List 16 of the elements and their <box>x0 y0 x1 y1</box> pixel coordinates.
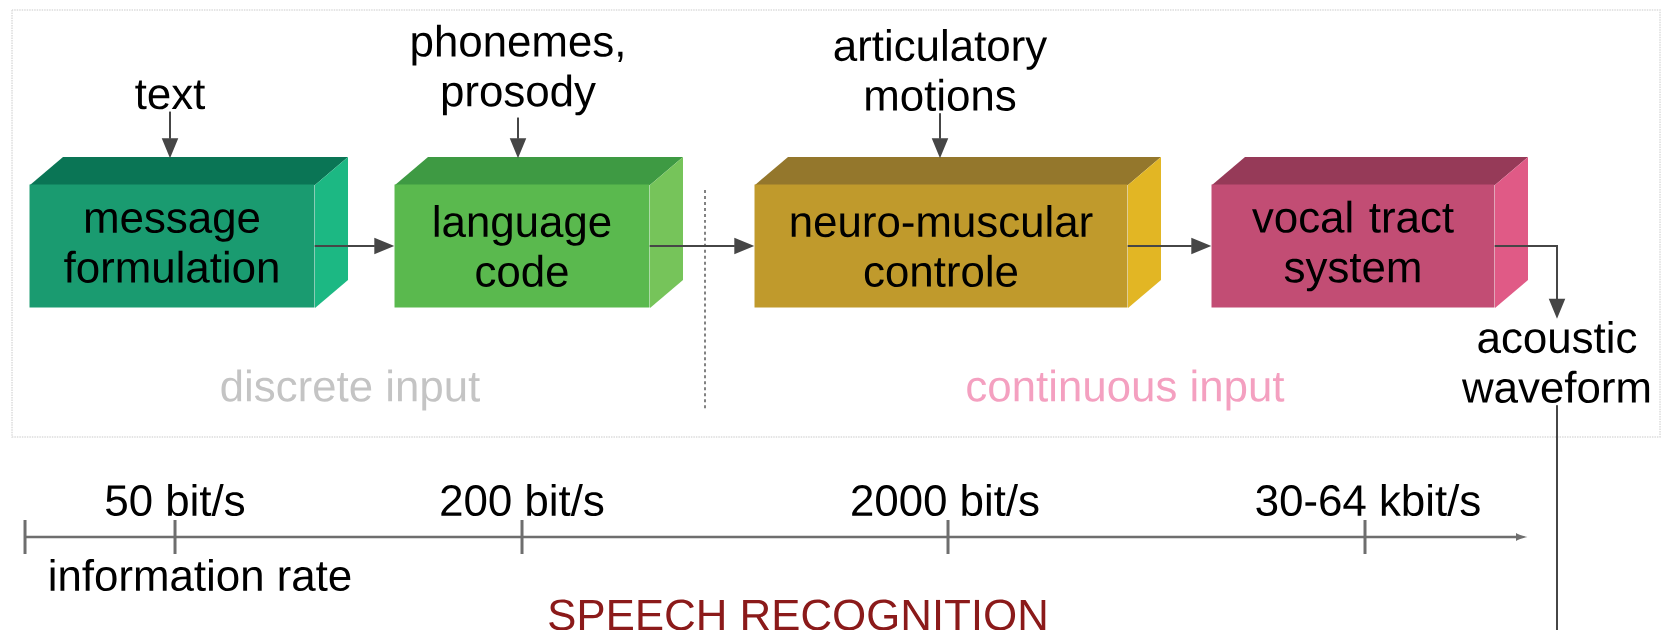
process-block: message formulation <box>29 157 348 308</box>
rate-label: 200 bit/s <box>441 483 604 517</box>
signal-label: acoustic waveform <box>1461 321 1650 403</box>
region-label: discrete input <box>221 369 480 411</box>
signal-label: phonemes, prosody <box>412 24 623 116</box>
process-block: neuro-muscular controle <box>754 157 1161 308</box>
process-block: vocal tract system <box>1211 157 1528 308</box>
signal-label: articulatory motions <box>834 29 1048 111</box>
rate-label: 2000 bit/s <box>852 483 1039 517</box>
region-label: continuous input <box>967 369 1285 411</box>
rate-label: 50 bit/s <box>106 483 245 517</box>
signal-label: text <box>135 80 205 110</box>
section-label: SPEECH RECOGNITION <box>549 599 1046 630</box>
rate-label: 30-64 kbit/s <box>1256 483 1480 517</box>
process-block: language code <box>394 157 683 308</box>
axis-label: information rate <box>50 558 351 592</box>
